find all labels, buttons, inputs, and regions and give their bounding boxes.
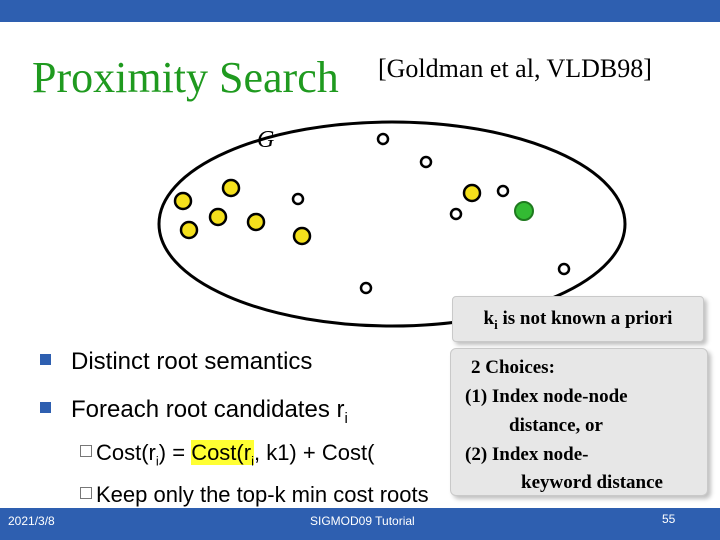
bullet-foreach-root: Foreach root candidates ri	[40, 396, 348, 427]
keyword-node-green	[514, 201, 534, 221]
cost-part3-highlight: Cost(ri	[191, 440, 254, 469]
sub-bullet-keep: Keep only the top-k min cost roots	[80, 482, 429, 508]
choices-line-4: (2) Index node-	[465, 444, 589, 465]
graph-node	[376, 132, 390, 146]
choices-line-1: 2 Choices:	[471, 357, 555, 378]
graph-label: G	[257, 127, 275, 153]
citation: [Goldman et al, VLDB98]	[378, 54, 652, 83]
sub-bullet-marker	[80, 445, 92, 458]
graph-node	[557, 262, 571, 276]
footer-date: 2021/3/8	[8, 514, 55, 528]
keyword-node	[292, 226, 312, 246]
graph-node	[449, 207, 463, 221]
cost-part3-sub: i	[251, 453, 254, 469]
graph-node	[496, 184, 510, 198]
keep-text: Keep only the top-k min cost roots	[96, 482, 429, 507]
graph-node	[359, 281, 373, 295]
callout-k-sub: i	[494, 316, 498, 332]
bullet-text: Foreach root candidates r	[71, 396, 345, 423]
choices-line-3: distance, or	[509, 415, 603, 436]
keyword-node	[221, 178, 241, 198]
callout-k: k	[483, 308, 495, 329]
bullet-sub: i	[344, 409, 348, 427]
graph-node	[419, 155, 433, 169]
graph-node	[291, 192, 305, 206]
keyword-node	[246, 212, 266, 232]
choices-line-5: keyword distance	[521, 472, 663, 493]
bullet-text: Distinct root semantics	[71, 348, 313, 375]
sub-bullet-marker	[80, 487, 92, 500]
sub-bullet-cost: Cost(ri) = Cost(ri, k1) + Cost(	[80, 440, 374, 468]
callout-rest: is not known a priori	[497, 308, 673, 329]
keyword-node	[462, 183, 482, 203]
bullet-marker	[40, 354, 51, 366]
bullet-marker	[40, 402, 51, 414]
choices-callout: 2 Choices: (1) Index node-node distance,…	[450, 348, 708, 496]
keyword-node	[173, 191, 193, 211]
keyword-node	[208, 207, 228, 227]
slide-title: Proximity Search	[32, 53, 339, 102]
bullet-distinct-root: Distinct root semantics	[40, 348, 312, 376]
cost-part4: , k1) + Cost(	[253, 440, 375, 465]
graph-boundary	[157, 120, 627, 328]
cost-part1: Cost(r	[96, 440, 156, 465]
cost-part1-sub: i	[155, 453, 159, 469]
choices-line-2: (1) Index node-node	[465, 386, 628, 407]
bottom-bar	[0, 508, 720, 540]
cost-part3: Cost(r	[191, 440, 252, 465]
page-number: 55	[662, 512, 676, 526]
top-bar	[0, 0, 720, 22]
callout-ki-unknown: ki is not known a priori	[452, 296, 704, 342]
keyword-node	[179, 220, 199, 240]
footer-venue: SIGMOD09 Tutorial	[310, 514, 415, 528]
cost-part2: ) =	[158, 440, 192, 465]
